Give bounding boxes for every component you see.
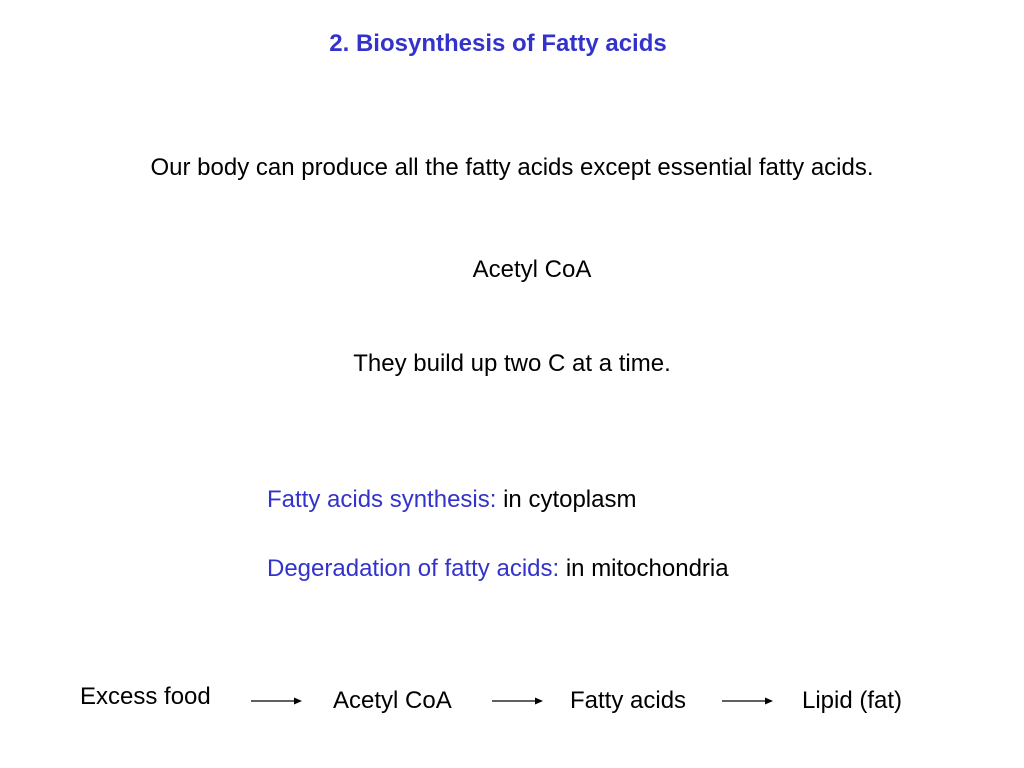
flow-step-lipid: Lipid (fat)	[802, 687, 903, 714]
degradation-value: in mitochondria	[559, 555, 729, 582]
flow-step-excess-food: Excess food	[80, 683, 211, 710]
synthesis-location: Fatty acids synthesis: in cytoplasm	[267, 485, 636, 515]
acetyl-coa-text: Acetyl CoA	[472, 256, 592, 283]
build-up-text: They build up two C at a time.	[353, 350, 671, 377]
flow-step-acetyl-coa: Acetyl CoA	[333, 687, 452, 714]
degradation-label: Degeradation of fatty acids:	[267, 555, 560, 582]
flow-step-fatty-acids: Fatty acids	[570, 687, 687, 714]
degradation-location: Degeradation of fatty acids: in mitochon…	[267, 554, 729, 584]
right-arrow-icon	[492, 697, 543, 705]
right-arrow-icon	[251, 697, 302, 705]
slide-title: 2. Biosynthesis of Fatty acids	[329, 30, 667, 57]
right-arrow-icon	[722, 697, 773, 705]
synthesis-label: Fatty acids synthesis:	[267, 486, 497, 513]
synthesis-value: in cytoplasm	[496, 486, 637, 513]
intro-text: Our body can produce all the fatty acids…	[150, 154, 874, 181]
